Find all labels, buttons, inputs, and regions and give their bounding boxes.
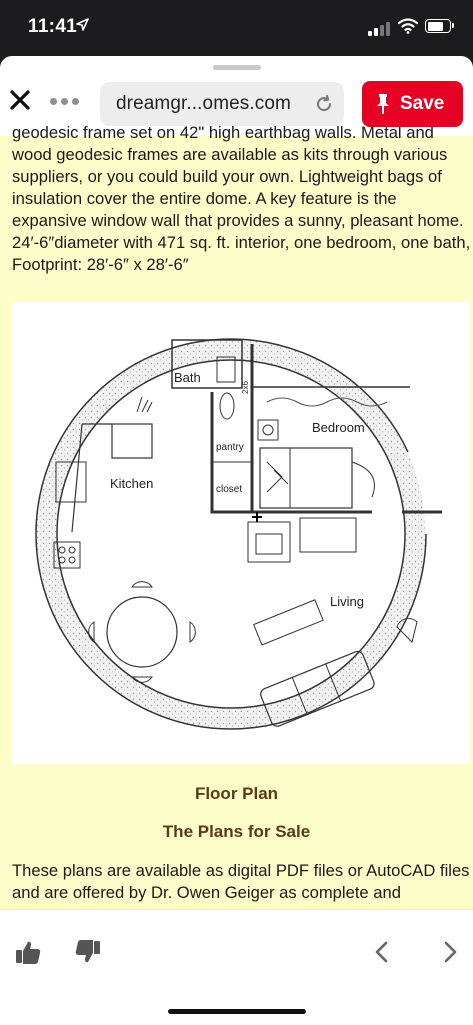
save-label: Save (400, 93, 445, 114)
more-options-button[interactable] (50, 98, 82, 106)
status-time: 11:41 (28, 16, 78, 37)
forward-chevron-icon[interactable] (436, 938, 464, 966)
thumbs-down-icon[interactable] (74, 938, 102, 966)
url-bar[interactable]: dreamgr...omes.com (100, 82, 344, 126)
url-text: dreamgr...omes.com (116, 93, 291, 114)
wifi-icon (397, 18, 419, 36)
bottom-toolbar (0, 909, 473, 1025)
svg-text:Living: Living (330, 594, 364, 609)
svg-text:closet: closet (216, 484, 242, 495)
home-indicator[interactable] (168, 1009, 306, 1014)
pin-icon (376, 93, 390, 115)
battery-icon (425, 19, 454, 33)
floor-plan-image: Bath 2x6 pantry closet Bedroom (12, 302, 470, 764)
svg-text:2x6: 2x6 (241, 381, 250, 394)
sheet-grabber[interactable] (213, 65, 261, 70)
cellular-signal-icon (368, 22, 392, 36)
save-button[interactable]: Save (362, 81, 463, 127)
floor-plan-caption: Floor Plan (194, 784, 279, 803)
page-content[interactable]: geodesic frame set on 42" high earthbag … (0, 123, 473, 909)
browser-toolbar: dreamgr...omes.com Save (0, 74, 473, 136)
close-button[interactable] (8, 88, 32, 112)
svg-text:Bath: Bath (174, 370, 201, 385)
status-bar: 11:41 (0, 0, 473, 58)
plans-for-sale-heading: The Plans for Sale (162, 822, 311, 841)
svg-text:pantry: pantry (216, 442, 244, 453)
browser-sheet: dreamgr...omes.com Save geodesic frame s… (0, 56, 473, 1025)
location-arrow-icon (76, 18, 89, 34)
plans-paragraph: These plans are available as digital PDF… (12, 861, 470, 902)
intro-paragraph: geodesic frame set on 42" high earthbag … (12, 123, 471, 274)
back-chevron-icon[interactable] (368, 938, 396, 966)
svg-text:Kitchen: Kitchen (110, 476, 153, 491)
floor-plan-drawing: Bath 2x6 pantry closet Bedroom (35, 338, 442, 730)
close-icon (10, 90, 30, 110)
reload-icon[interactable] (314, 94, 334, 114)
thumbs-up-icon[interactable] (14, 938, 42, 966)
svg-text:Bedroom: Bedroom (312, 420, 365, 435)
